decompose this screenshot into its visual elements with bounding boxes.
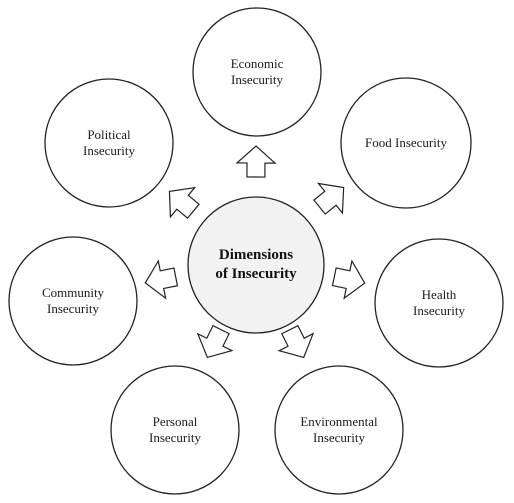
- node-community: [8, 236, 138, 366]
- node-personal: [110, 365, 240, 495]
- nodes-layer: [8, 7, 504, 495]
- node-food: [340, 77, 472, 209]
- arrow-to-political: [168, 186, 200, 219]
- node-environmental: [274, 365, 404, 495]
- node-health: [374, 238, 504, 368]
- node-political: [44, 78, 174, 208]
- arrow-to-economic: [235, 145, 277, 178]
- arrow-to-environmental: [277, 324, 315, 359]
- center-node: [187, 196, 325, 334]
- node-economic: [192, 7, 322, 137]
- arrow-to-personal: [196, 324, 234, 359]
- arrow-to-community: [144, 259, 179, 300]
- arrow-to-food: [313, 182, 345, 215]
- arrow-to-health: [331, 259, 366, 300]
- arrows-layer: [144, 145, 366, 359]
